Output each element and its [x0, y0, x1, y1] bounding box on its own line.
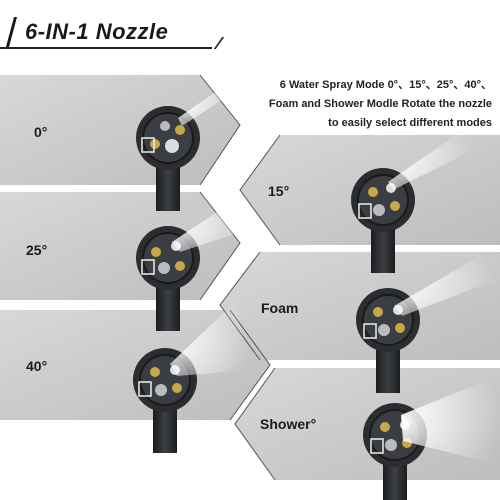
nozzle-wide-icon: [133, 302, 250, 453]
description-line-3: to easily select different modes: [328, 117, 492, 129]
mode-label-foam: Foam: [261, 300, 299, 316]
description-line-2: Foam and Shower Modle Rotate the nozzle: [268, 98, 492, 110]
description: 6 Water Spray Mode 0°、15°、25°、40°、 Foam …: [242, 76, 492, 133]
nozzle-fan-icon: [136, 198, 253, 331]
title-block: 6-IN-1 Nozzle: [5, 14, 169, 50]
mode-label-shower: Shower°: [260, 416, 317, 432]
mode-label-40: 40°: [26, 358, 48, 374]
nozzle-shower-icon: [363, 375, 500, 500]
nozzle-jet-icon: [136, 80, 240, 211]
title-underline: [0, 47, 212, 49]
mode-label-25: 25°: [26, 242, 48, 258]
mode-label-15: 15°: [268, 183, 290, 199]
description-line-1: 6 Water Spray Mode 0°、15°、25°、40°、: [279, 79, 492, 91]
nozzle-foam-icon: [356, 254, 496, 393]
page-title: 6-IN-1 Nozzle: [25, 19, 169, 44]
nozzle-fan-icon: [351, 130, 473, 273]
mode-label-0: 0°: [34, 124, 48, 140]
